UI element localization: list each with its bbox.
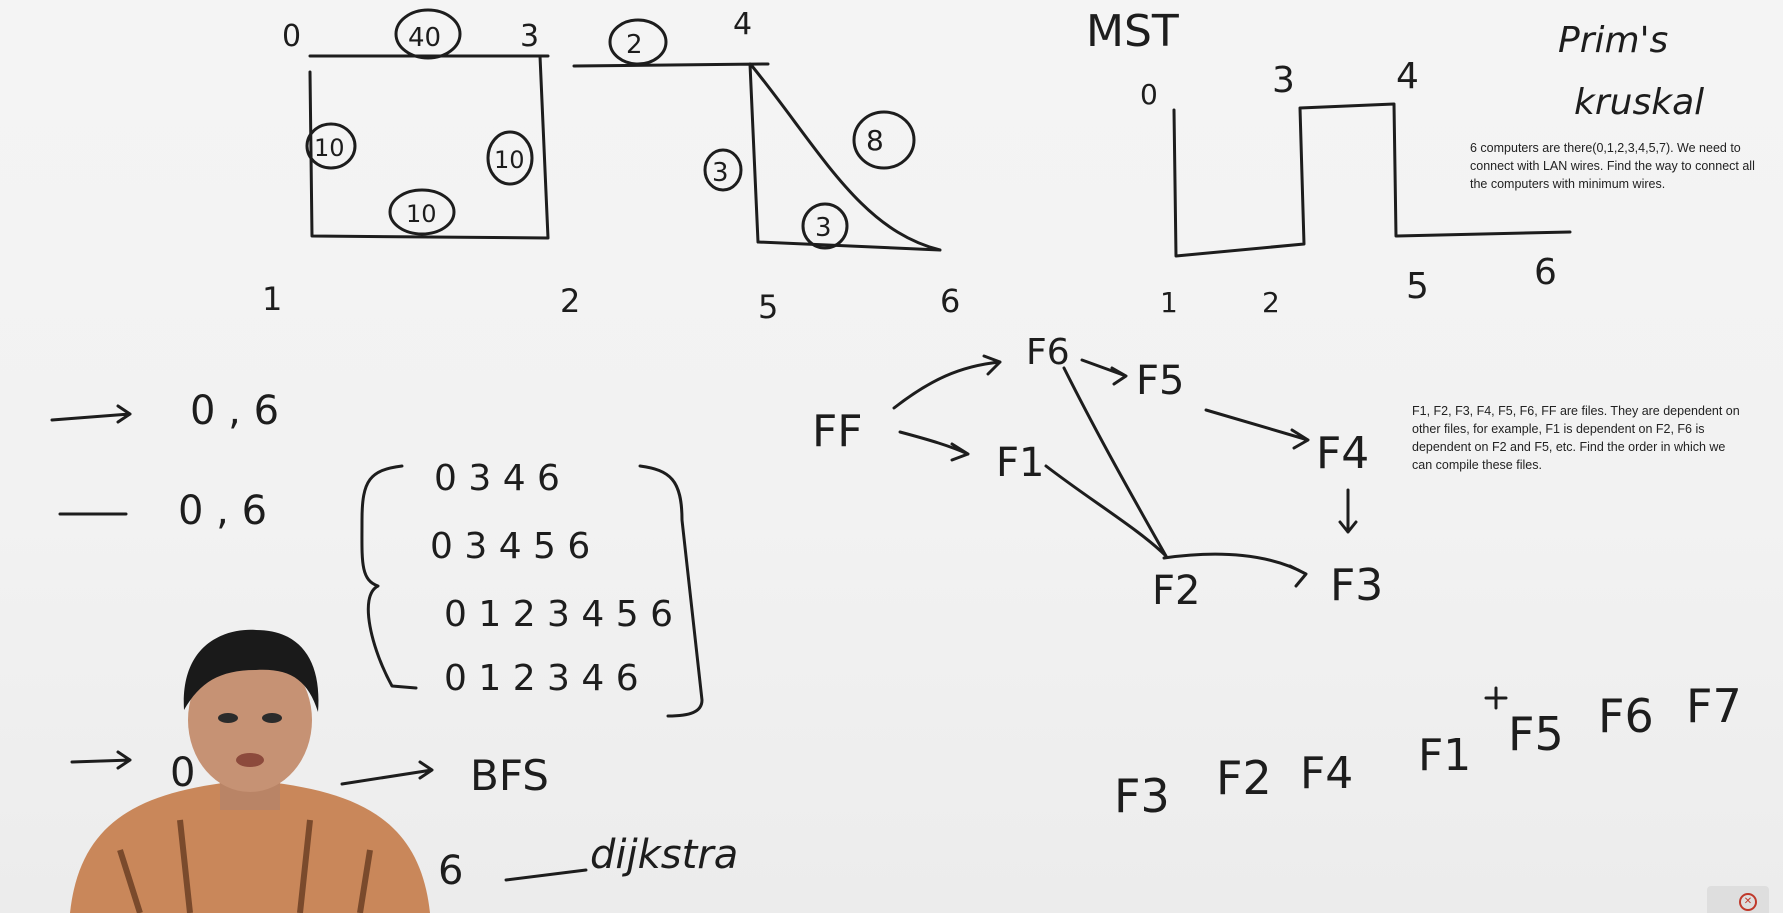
path-option: 0 3 4 5 6 <box>430 526 590 567</box>
presenter-video <box>70 629 430 913</box>
edge-weight: 10 <box>406 200 437 228</box>
dijkstra-label: dijkstra <box>590 832 738 878</box>
mst-sketch: MST Prim's kruskal 0 3 4 1 2 5 6 <box>1086 6 1704 319</box>
weight-circle <box>388 188 456 236</box>
option-brace <box>360 464 704 718</box>
weight-circle <box>394 8 462 60</box>
path-option: 0 3 4 6 <box>434 458 560 499</box>
dep-node: F5 <box>1136 358 1184 404</box>
shirt-stripes <box>117 819 373 913</box>
mst-node-label: 3 <box>1272 60 1295 101</box>
dep-node: F2 <box>1152 568 1200 614</box>
path-notes: 0 , 6 0 , 6 0 6 0 3 4 6 0 3 4 5 6 0 1 2 … <box>50 388 738 894</box>
dep-node: FF <box>812 406 863 457</box>
path-row: 0 <box>170 750 195 796</box>
path-option: 0 1 2 3 4 5 6 <box>444 594 673 635</box>
order-item: F7 <box>1686 679 1742 733</box>
dep-node: F6 <box>1026 332 1070 373</box>
dependency-graph: FF F6 F5 F1 F4 F2 F3 <box>812 332 1383 614</box>
order-item: F2 <box>1216 751 1272 805</box>
graph-node-label: 0 <box>282 19 301 54</box>
path-option: 0 1 2 3 4 6 <box>444 658 639 699</box>
cursor-crosshair <box>1484 686 1508 710</box>
mst-node-label: 0 <box>1140 78 1158 111</box>
graph-node-label: 1 <box>262 280 282 318</box>
path-row: 0 , 6 <box>178 488 267 534</box>
compile-order: F3 F2 F4 F1 F5 F6 F7 <box>1114 679 1742 823</box>
dep-node: F3 <box>1330 560 1383 611</box>
mst-problem-note: 6 computers are there(0,1,2,3,4,5,7). We… <box>1470 141 1755 191</box>
weight-circle <box>852 110 916 170</box>
graph-edges <box>308 54 942 252</box>
bfs-label: BFS <box>470 751 549 800</box>
order-item: F1 <box>1418 730 1471 781</box>
weight-circle <box>703 148 743 192</box>
edge-weight: 2 <box>626 30 643 60</box>
path-row: 6 <box>438 848 463 894</box>
row-arrows <box>50 404 588 882</box>
weight-circle <box>305 122 357 170</box>
edge-weight: 3 <box>712 158 729 188</box>
presenter-face <box>188 648 312 792</box>
weight-circle <box>608 18 668 66</box>
mst-node-label: 1 <box>1160 286 1178 319</box>
mst-title: MST <box>1086 6 1179 57</box>
dep-node: F1 <box>996 440 1044 486</box>
close-icon: ✕ <box>1739 893 1757 911</box>
dependency-arrows <box>892 354 1358 588</box>
edge-weight: 40 <box>408 23 441 53</box>
graph-node-label: 4 <box>733 7 752 42</box>
weight-circle <box>801 202 849 250</box>
weight-circle <box>486 130 534 186</box>
order-item: F6 <box>1598 689 1654 743</box>
presenter-eye <box>218 713 238 723</box>
weighted-graph: 0 3 4 1 2 5 6 40 2 10 10 10 3 8 3 <box>262 7 960 326</box>
algorithm-kruskal: kruskal <box>1574 82 1704 123</box>
edge-weight: 10 <box>314 134 345 162</box>
mst-node-label: 4 <box>1396 56 1419 97</box>
presenter-shirt <box>70 780 430 913</box>
edge-weight: 10 <box>494 146 525 174</box>
order-item: F3 <box>1114 769 1170 823</box>
dep-node: F4 <box>1316 428 1369 479</box>
presenter-mouth <box>236 753 264 767</box>
graph-node-label: 3 <box>520 19 539 54</box>
algorithm-prims: Prim's <box>1558 20 1668 61</box>
mst-node-label: 6 <box>1534 252 1557 293</box>
graph-node-label: 5 <box>758 288 778 326</box>
graph-node-label: 2 <box>560 282 580 320</box>
graph-node-label: 6 <box>940 282 960 320</box>
mst-node-label: 2 <box>1262 286 1280 319</box>
dependency-problem-note: F1, F2, F3, F4, F5, F6, FF are files. Th… <box>1412 404 1740 472</box>
order-item: F4 <box>1300 748 1353 799</box>
mst-node-label: 5 <box>1406 266 1429 307</box>
edge-weight: 8 <box>866 124 884 157</box>
order-item: F5 <box>1508 707 1564 761</box>
mst-path <box>1172 102 1572 258</box>
edge-weight: 3 <box>815 213 832 243</box>
path-row: 0 , 6 <box>190 388 279 434</box>
presenter-hair <box>183 629 319 712</box>
presenter-eye <box>262 713 282 723</box>
close-overlay-button[interactable]: ✕ <box>1707 886 1769 913</box>
